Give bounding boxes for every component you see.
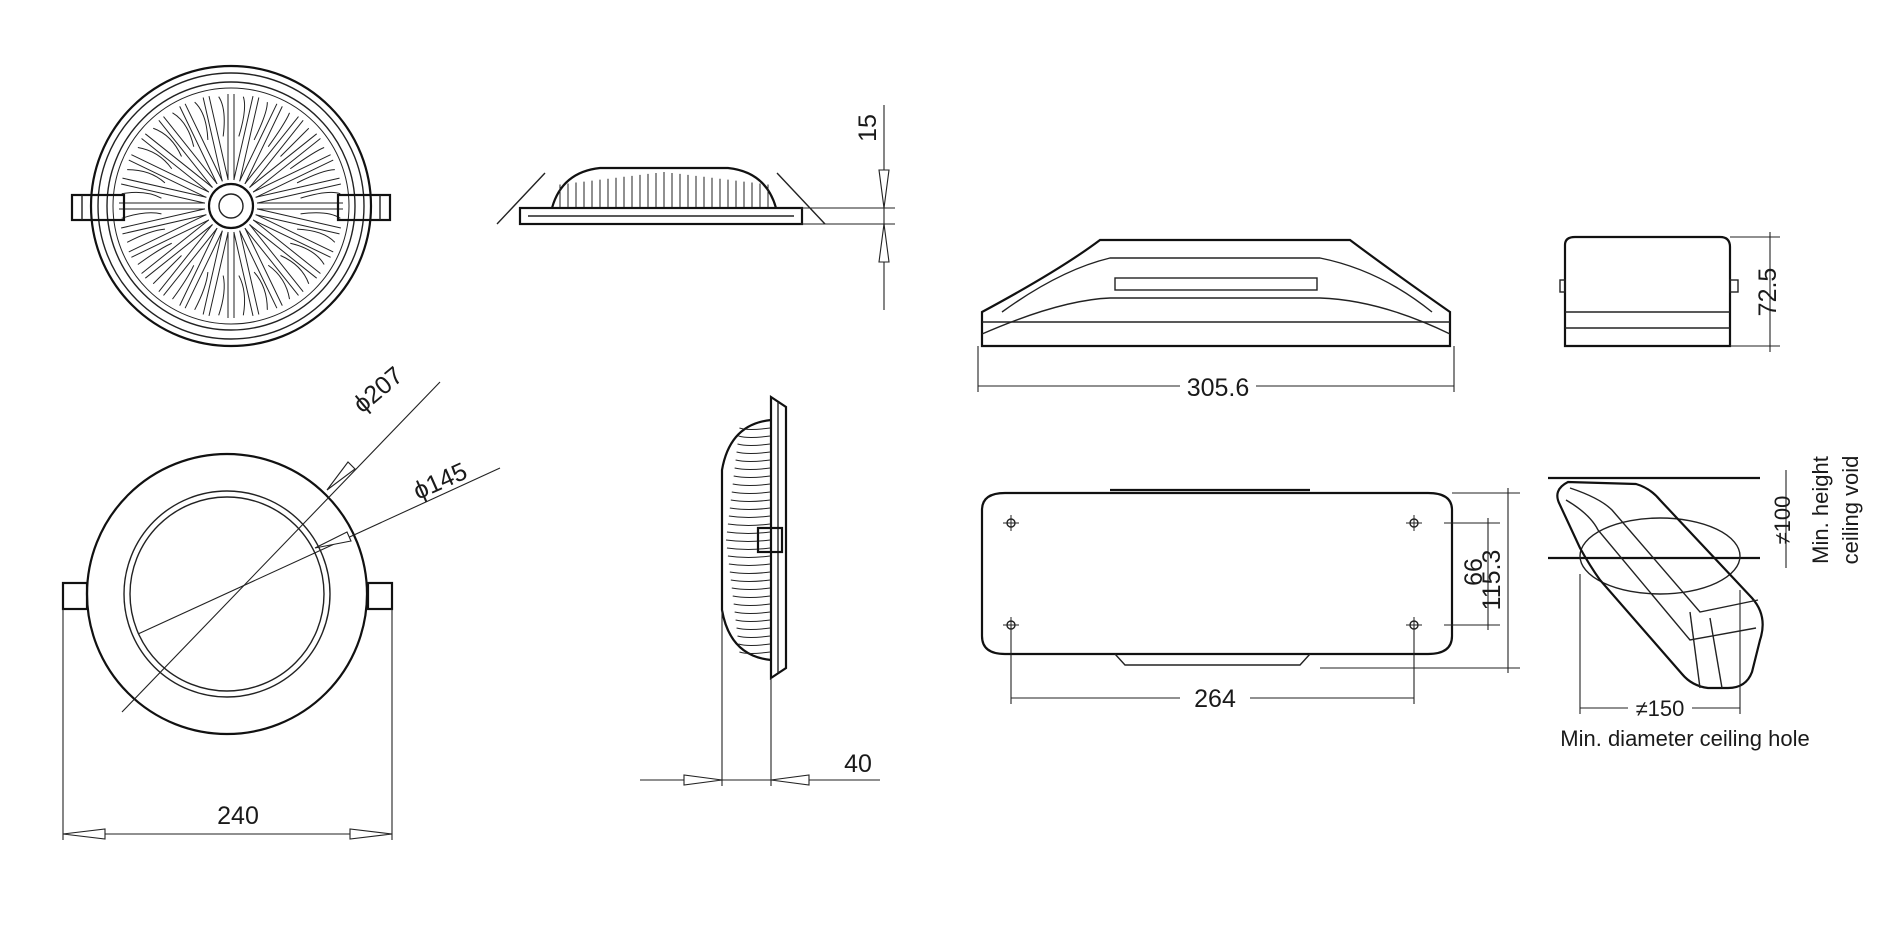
luminaire-front-view: ϕ207 ϕ145 240	[61, 361, 501, 840]
driver-side-view: 305.6	[977, 238, 1455, 402]
dim-15: 15	[854, 114, 882, 142]
hole-diameter-label: Min. diameter ceiling hole	[1560, 726, 1809, 751]
dim-40: 40	[844, 750, 872, 778]
void-height-label-line2: ceiling void	[1838, 456, 1863, 565]
driver-end-view: 72.5	[1559, 232, 1782, 352]
dim-305-6: 305.6	[1187, 374, 1250, 402]
dim-66: 66	[1460, 558, 1488, 586]
dim-phi-145: ϕ145	[409, 457, 471, 505]
dim-240: 240	[217, 802, 259, 830]
dim-115-3: 115.3	[1478, 550, 1506, 611]
luminaire-rear-view	[70, 64, 392, 348]
dim-264: 264	[1194, 685, 1236, 713]
void-height-label-line1: Min. height	[1808, 456, 1833, 564]
dim-72-5: 72.5	[1754, 268, 1782, 317]
dim-void-height: ≠100	[1770, 496, 1795, 545]
luminaire-side-view: 15	[496, 105, 895, 310]
dim-hole-diameter: ≠150	[1636, 696, 1685, 721]
installation-view: ≠100 Min. height ceiling void ≠150 Min. …	[1548, 456, 1863, 751]
dim-phi-207: ϕ207	[348, 361, 409, 418]
luminaire-profile-view: 40	[640, 394, 880, 786]
driver-top-view: 264 66 115.3	[980, 488, 1520, 713]
